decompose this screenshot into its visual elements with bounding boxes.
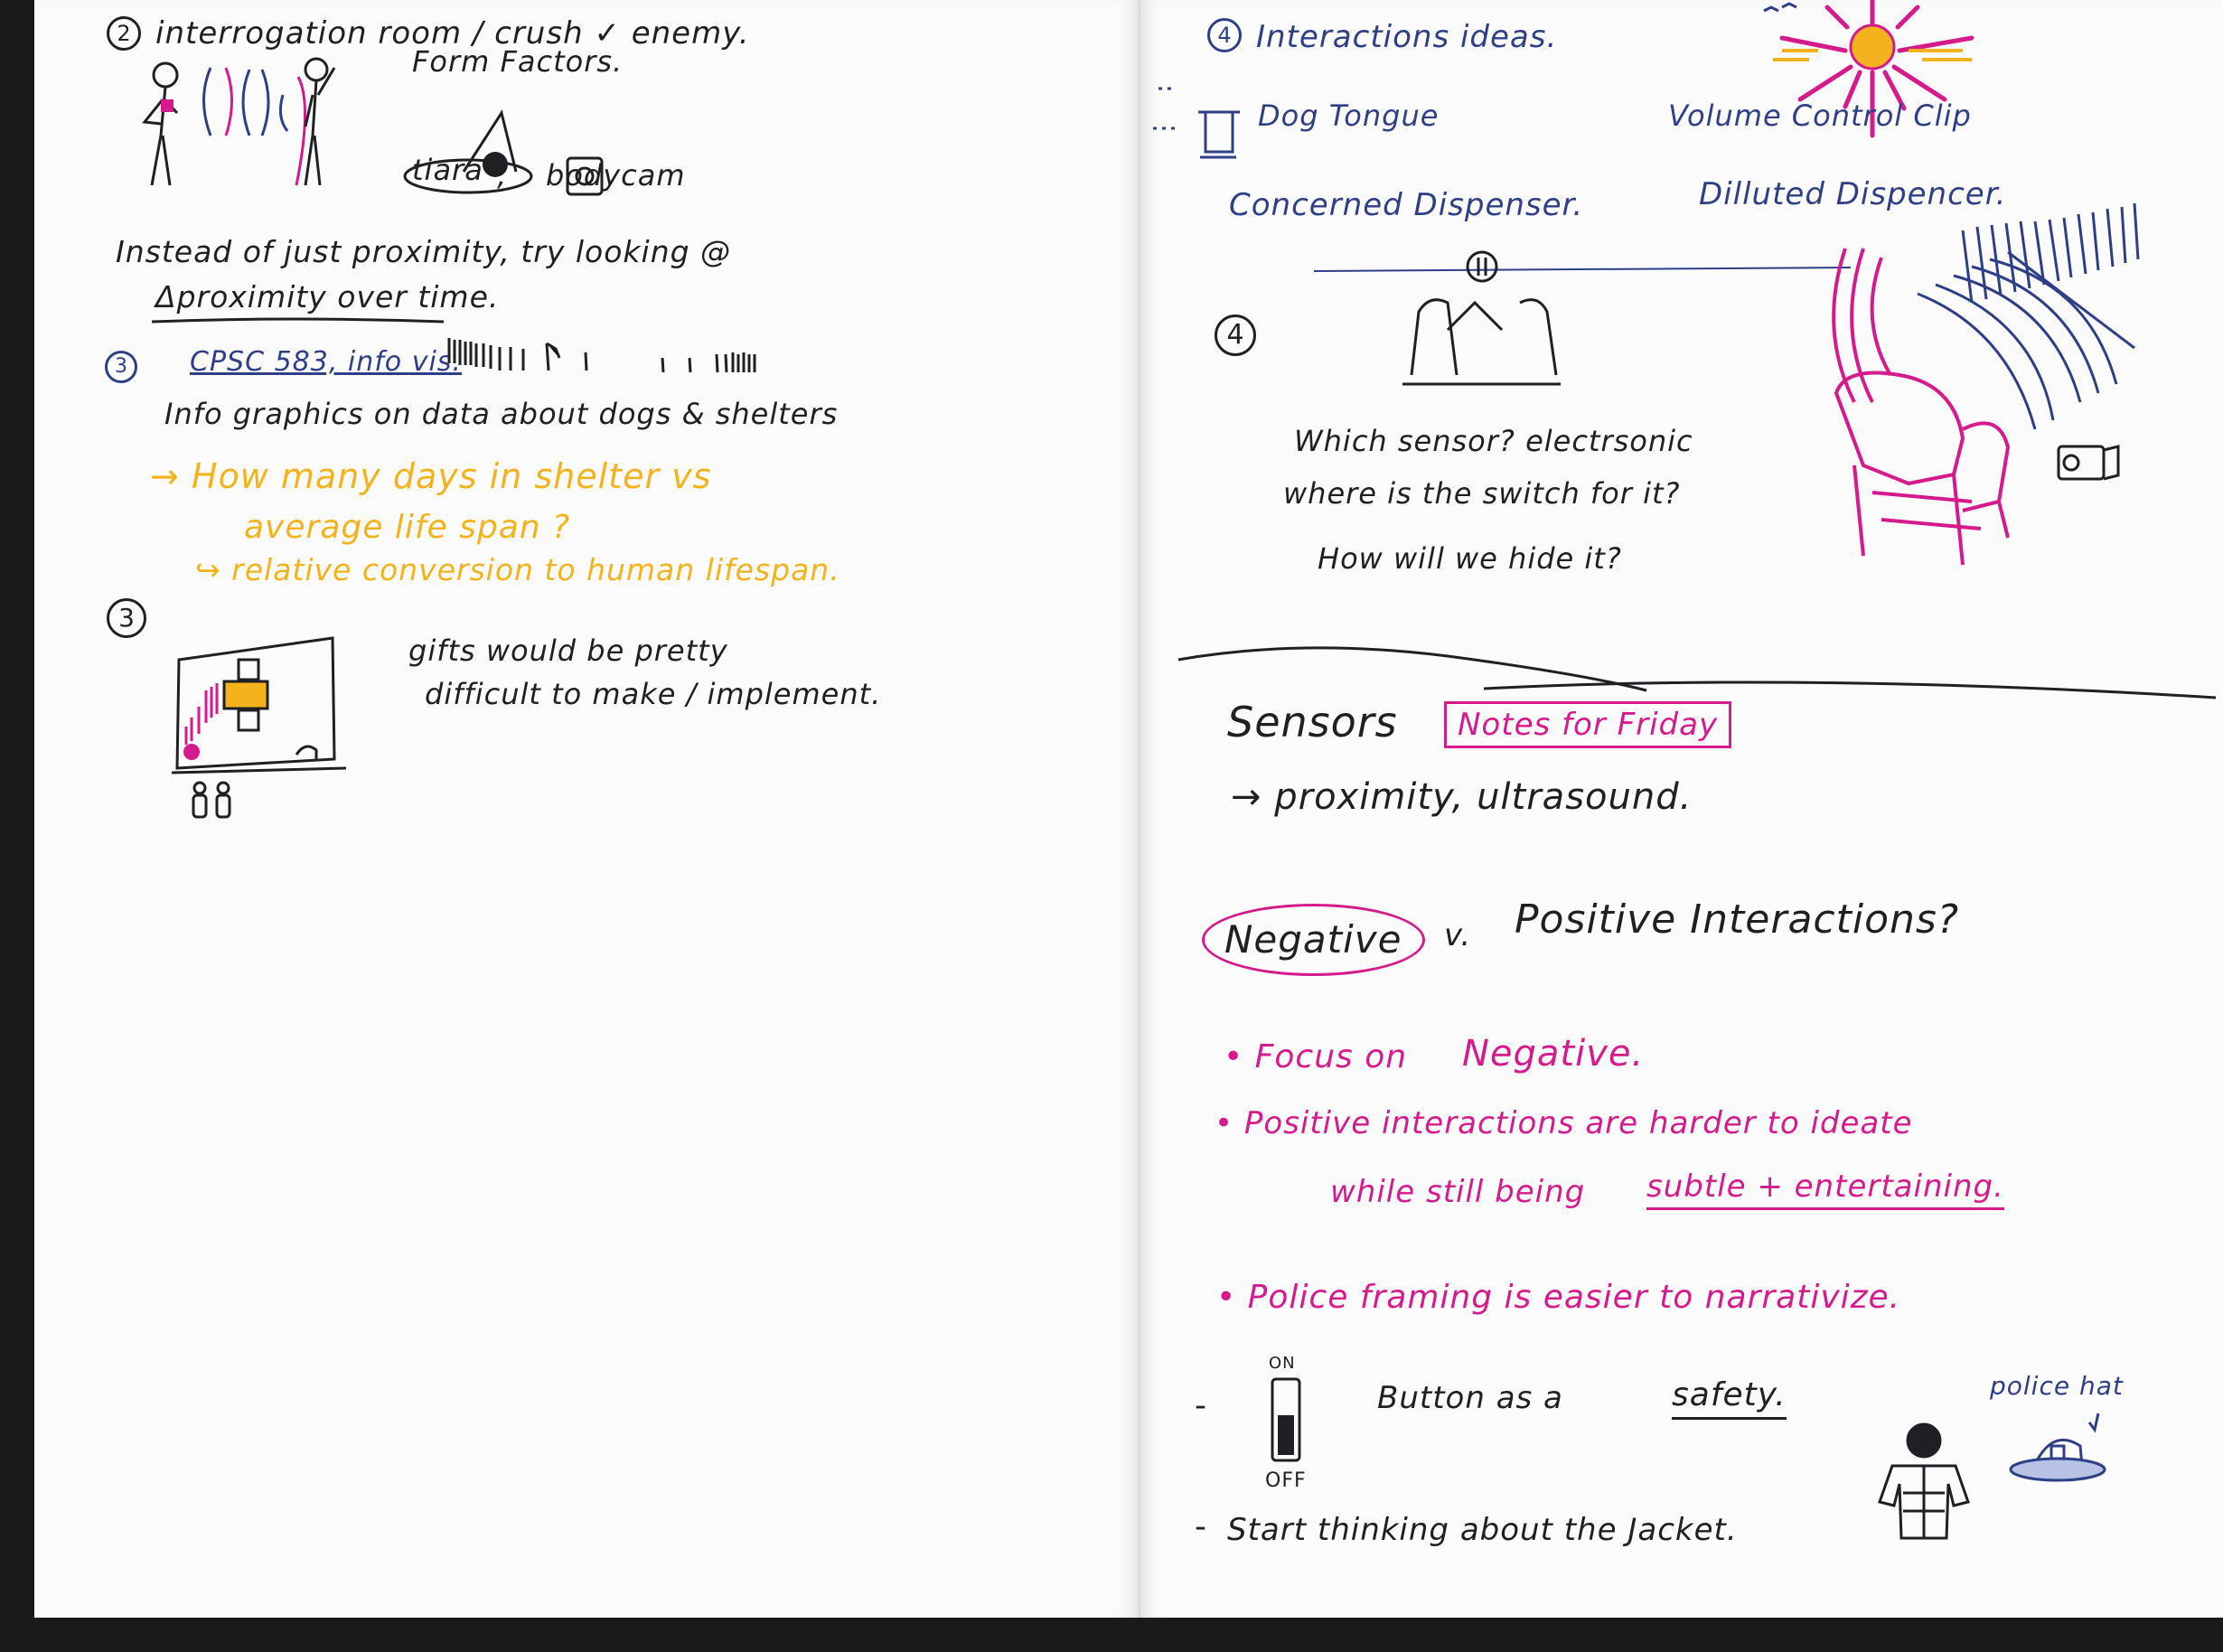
right-notebook-page: 4 Interactions ideas. Dog Tongue Volume … <box>1140 0 2223 1618</box>
switch-on-label: ON <box>1269 1354 1296 1373</box>
section-2-heading: interrogation room / crush ✓ enemy. <box>155 15 750 52</box>
bullet-focus-negative: Negative. <box>1462 1033 1645 1075</box>
section-divider <box>1177 646 2217 699</box>
yellow-note-line-1: → How many days in shelter vs <box>150 456 712 496</box>
proximity-underline <box>151 317 445 324</box>
form-factors-label: Form Factors. <box>412 44 624 79</box>
ideas-divider <box>1313 267 1852 272</box>
idea-concerned-dispenser: Concerned Dispenser. <box>1229 187 1584 223</box>
bullet-focus-prefix: • Focus on <box>1224 1038 1408 1075</box>
cpsc-heading: CPSC 583, info vis. <box>190 346 462 378</box>
negative-label: Negative <box>1202 904 1425 976</box>
interaction-ideas-heading: Interactions ideas. <box>1256 19 1558 55</box>
tick-marks-sketch <box>447 338 756 373</box>
yellow-note-line-3: ↪ relative conversion to human lifespan. <box>195 552 840 587</box>
bullet-positive-subtle: subtle + entertaining. <box>1646 1171 2004 1210</box>
switch-off-label: OFF <box>1265 1469 1307 1492</box>
positive-interactions-label: Positive Interactions? <box>1515 896 1960 943</box>
section-number-4-sensor: 4 <box>1215 314 1256 356</box>
sensor-question-1: Which sensor? electrsonic <box>1294 424 1693 458</box>
bullet-positive-line-1: • Positive interactions are harder to id… <box>1215 1105 1913 1141</box>
people-at-table-sketch <box>1402 250 1561 386</box>
tiara-bodycam-sketch <box>403 109 604 196</box>
section-number-3-gifts: 3 <box>107 598 146 638</box>
chair-bars-sketch <box>1832 202 2140 566</box>
section-number-2: 2 <box>107 16 141 51</box>
section-number-4-ideas: 4 <box>1207 18 1242 52</box>
safety-word: safety. <box>1672 1379 1787 1420</box>
yellow-note-line-2: average life span ? <box>244 509 571 546</box>
proximity-bullet-line-2: Δproximity over time. <box>155 279 500 314</box>
section-number-3-cpsc: 3 <box>105 351 137 383</box>
police-hat-label: police hat <box>1990 1371 2124 1401</box>
notes-for-friday-tag: Notes for Friday <box>1444 701 1732 748</box>
versus-label: v. <box>1444 917 1472 953</box>
sensors-proximity-line: → proximity, ultrasound. <box>1231 776 1693 818</box>
bodycam-label: bodycam <box>546 158 686 192</box>
proximity-bullet-line-1: Instead of just proximity, try looking @ <box>116 234 732 269</box>
sun-doodle <box>1763 0 1974 138</box>
dog-tongue-sketch <box>1153 87 1240 159</box>
device-icon-sketch <box>2057 445 2120 481</box>
sensors-title: Sensors <box>1227 698 1398 746</box>
bullet-police-framing: • Police framing is easier to narrativiz… <box>1216 1279 1901 1316</box>
gifts-note-line-2: difficult to make / implement. <box>425 677 882 711</box>
idea-dilluted-dispenser: Dilluted Dispencer. <box>1699 176 2007 212</box>
police-hat-sketch <box>2009 1413 2106 1482</box>
toggle-switch-sketch <box>1271 1377 1301 1462</box>
idea-dog-tongue: Dog Tongue <box>1258 99 1440 133</box>
left-notebook-page: 2 interrogation room / crush ✓ enemy. Fo… <box>34 0 1140 1618</box>
comma-label: , <box>497 158 508 192</box>
button-safety-text: Button as a <box>1377 1380 1563 1416</box>
sensor-question-2: where is the switch for it? <box>1283 476 1681 511</box>
sensor-question-3: How will we hide it? <box>1318 541 1622 576</box>
jacket-dash: - <box>1195 1508 1207 1545</box>
jacket-note: Start thinking about the Jacket. <box>1227 1512 1738 1548</box>
switch-dash: - <box>1195 1387 1207 1424</box>
infographics-note: Info graphics on data about dogs & shelt… <box>164 397 839 431</box>
interrogation-sketch <box>142 57 336 186</box>
room-gift-sketch <box>171 636 347 819</box>
gifts-note-line-1: gifts would be pretty <box>408 634 728 668</box>
bullet-positive-line-2: while still being <box>1330 1174 1586 1210</box>
jacket-sketch <box>1878 1422 1970 1540</box>
idea-volume-control-clip: Volume Control Clip <box>1668 99 1972 133</box>
tiara-label: tiara <box>412 153 483 187</box>
